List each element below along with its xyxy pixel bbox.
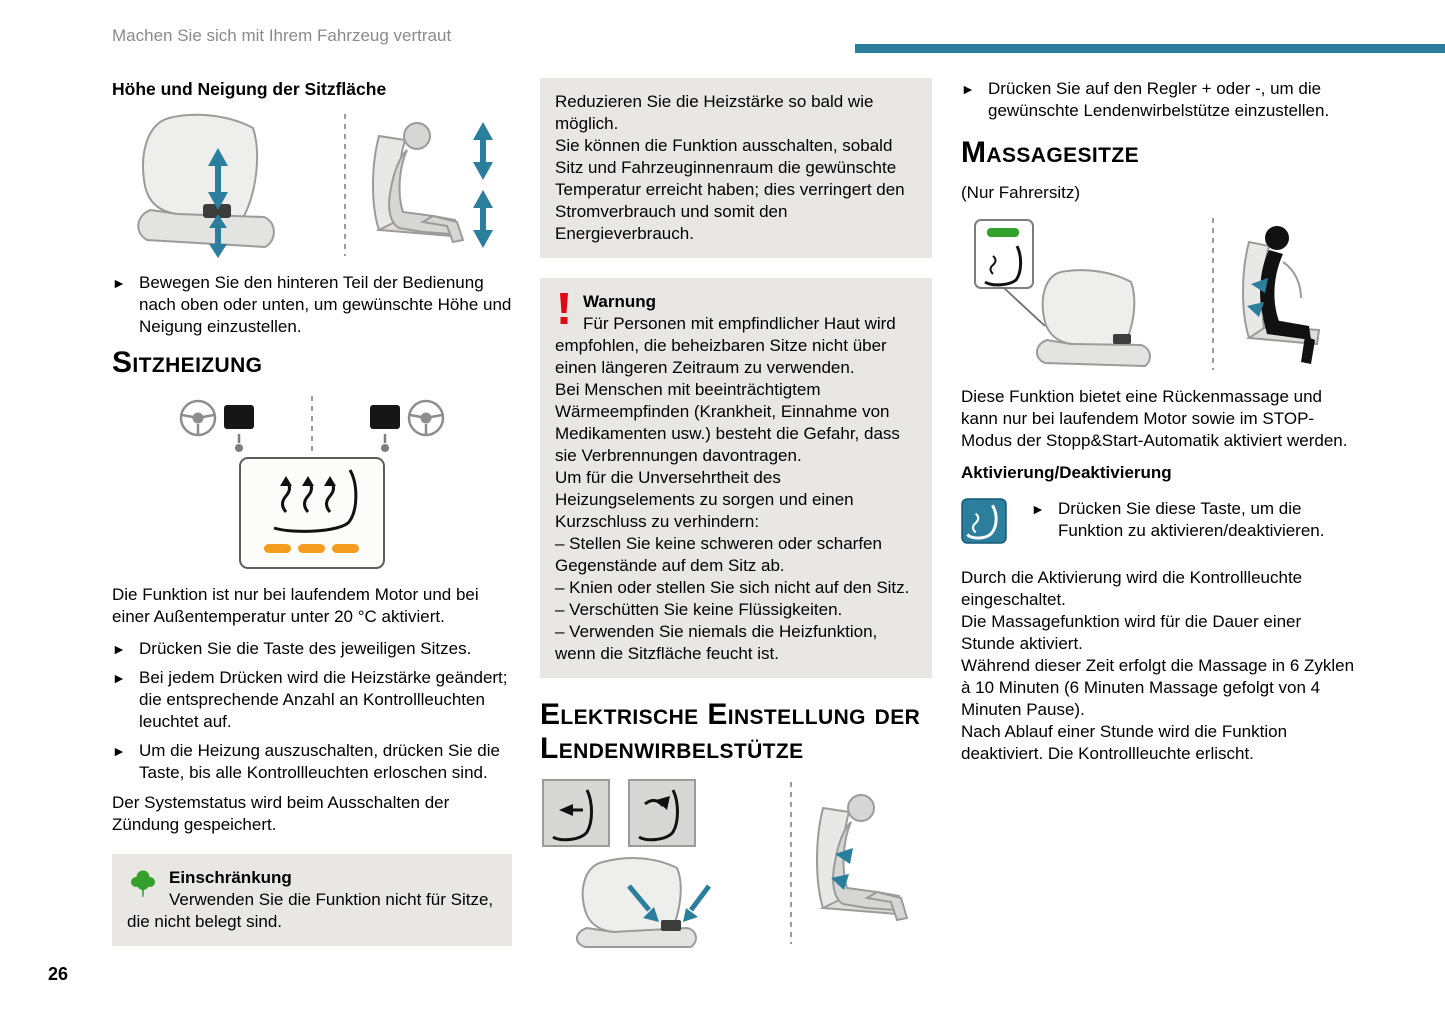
seat-height-illustration — [137, 113, 493, 258]
instruction-item: ► Bei jedem Drücken wird die Heizstärke … — [112, 667, 512, 733]
person-silhouette — [1259, 226, 1315, 364]
header-accent-bar — [855, 44, 1445, 53]
seated-person-outline — [832, 794, 909, 922]
warning-title: Warnung — [583, 292, 657, 311]
heater-switch-right — [370, 405, 400, 429]
bullet-arrow-icon: ► — [1031, 501, 1045, 517]
instruction-text: Um die Heizung auszuschalten, drücken Si… — [139, 741, 500, 782]
height-adjust-arrows — [208, 148, 228, 258]
activation-subheading: Aktivierung/Deaktivierung — [961, 463, 1172, 482]
instruction-text: Drücken Sie die Taste des jeweiligen Sit… — [139, 639, 472, 658]
bullet-arrow-icon: ► — [112, 275, 126, 291]
column-right: ► Drücken Sie auf den Regler + oder -, u… — [961, 78, 1358, 775]
tilt-adjust-arrows — [473, 122, 493, 248]
column-middle: Reduzieren Sie die Heizstärke so bald wi… — [540, 78, 932, 960]
instruction-item: ► Drücken Sie auf den Regler + oder -, u… — [961, 78, 1358, 122]
instruction-item: ► Drücken Sie die Taste des jeweiligen S… — [112, 638, 512, 660]
massage-intro-text: Diese Funktion bietet eine Rückenmassage… — [961, 387, 1348, 450]
lumbar-adjust-illustration — [542, 779, 909, 948]
instruction-text: Bewegen Sie den hinteren Teil der Bedien… — [139, 273, 512, 336]
massage-control-switch — [1112, 334, 1131, 344]
figure-massage-seat — [961, 214, 1358, 374]
massage-subtitle: (Nur Fahrersitz) — [961, 183, 1081, 202]
massage-seat-illustration — [973, 218, 1320, 370]
figure-seat-heating — [112, 392, 512, 572]
instruction-text: Drücken Sie auf den Regler + oder -, um … — [988, 79, 1330, 120]
lumbar-arrows — [831, 848, 853, 890]
lumbar-button-tile — [542, 779, 610, 847]
massage-seat-icon-small — [983, 245, 1022, 287]
steering-wheel-icon — [407, 399, 445, 437]
steering-wheel-icon — [179, 399, 217, 437]
figure-seat-height — [112, 110, 512, 260]
bullet-arrow-icon: ► — [112, 743, 126, 759]
seat-heating-button — [239, 457, 385, 569]
warning-text: Für Personen mit empfindlicher Haut wird… — [555, 314, 910, 663]
heat-level-indicators — [264, 544, 359, 553]
warning-box: Warnung Für Personen mit empfindlicher H… — [540, 278, 932, 678]
running-header: Machen Sie sich mit Ihrem Fahrzeug vertr… — [112, 26, 452, 45]
lumbar-button-icon — [552, 789, 593, 842]
section-title-seat-heating: Sitzheizung — [112, 346, 263, 379]
section-title-seat-height: Höhe und Neigung der Sitzfläche — [112, 79, 387, 99]
activation-row: ► Drücken Sie diese Taste, um die Funkti… — [961, 498, 1358, 549]
heated-seat-icon — [273, 469, 358, 533]
instruction-item: ► Um die Heizung auszuschalten, drücken … — [112, 740, 512, 784]
restriction-text: Verwenden Sie die Funktion nicht für Sit… — [127, 890, 494, 931]
heater-switch-left — [224, 405, 254, 429]
thermometer-icon — [381, 444, 389, 452]
seated-person-outline — [388, 122, 465, 244]
heating-outro-text: Der Systemstatus wird beim Ausschalten d… — [112, 793, 450, 834]
restriction-title: Einschränkung — [169, 868, 292, 887]
column-left: Höhe und Neigung der Sitzfläche — [112, 78, 512, 946]
seat-heating-illustration — [179, 396, 445, 569]
lumbar-control-switch — [661, 920, 681, 931]
thermometer-icon — [235, 444, 243, 452]
massage-arrows — [1246, 278, 1268, 317]
pointer-arrows — [627, 884, 711, 922]
heating-intro-text: Die Funktion ist nur bei laufendem Motor… — [112, 585, 479, 626]
instruction-item: ► Drücken Sie diese Taste, um die Funkti… — [1031, 498, 1358, 542]
restriction-tree-icon — [129, 869, 157, 905]
instruction-text: Bei jedem Drücken wird die Heizstärke ge… — [139, 668, 508, 731]
section-title-lumbar: Elektrische Einstellung der Lendenwirbel… — [540, 698, 921, 765]
restriction-box: Einschränkung Verwenden Sie die Funktion… — [112, 854, 512, 946]
instruction-text: Drücken Sie diese Taste, um die Funktion… — [1058, 499, 1325, 540]
seat-control-switch — [203, 204, 231, 218]
lumbar-button-tile — [628, 779, 696, 847]
bullet-arrow-icon: ► — [961, 81, 975, 97]
massage-details-text: Durch die Aktivierung wird die Kontrolll… — [961, 568, 1355, 763]
heating-note-box: Reduzieren Sie die Heizstärke so bald wi… — [540, 78, 932, 258]
section-title-massage: Massagesitze — [961, 136, 1139, 169]
figure-lumbar-adjust — [540, 778, 932, 948]
bullet-arrow-icon: ► — [112, 641, 126, 657]
warning-exclamation-icon — [557, 293, 571, 331]
page-number: 26 — [48, 964, 69, 984]
instruction-item: ► Bewegen Sie den hinteren Teil der Bedi… — [112, 272, 512, 338]
massage-button-icon — [961, 498, 1007, 549]
massage-indicator-green — [986, 228, 1019, 237]
bullet-arrow-icon: ► — [112, 670, 126, 686]
heating-note-text: Reduzieren Sie die Heizstärke so bald wi… — [555, 92, 905, 243]
